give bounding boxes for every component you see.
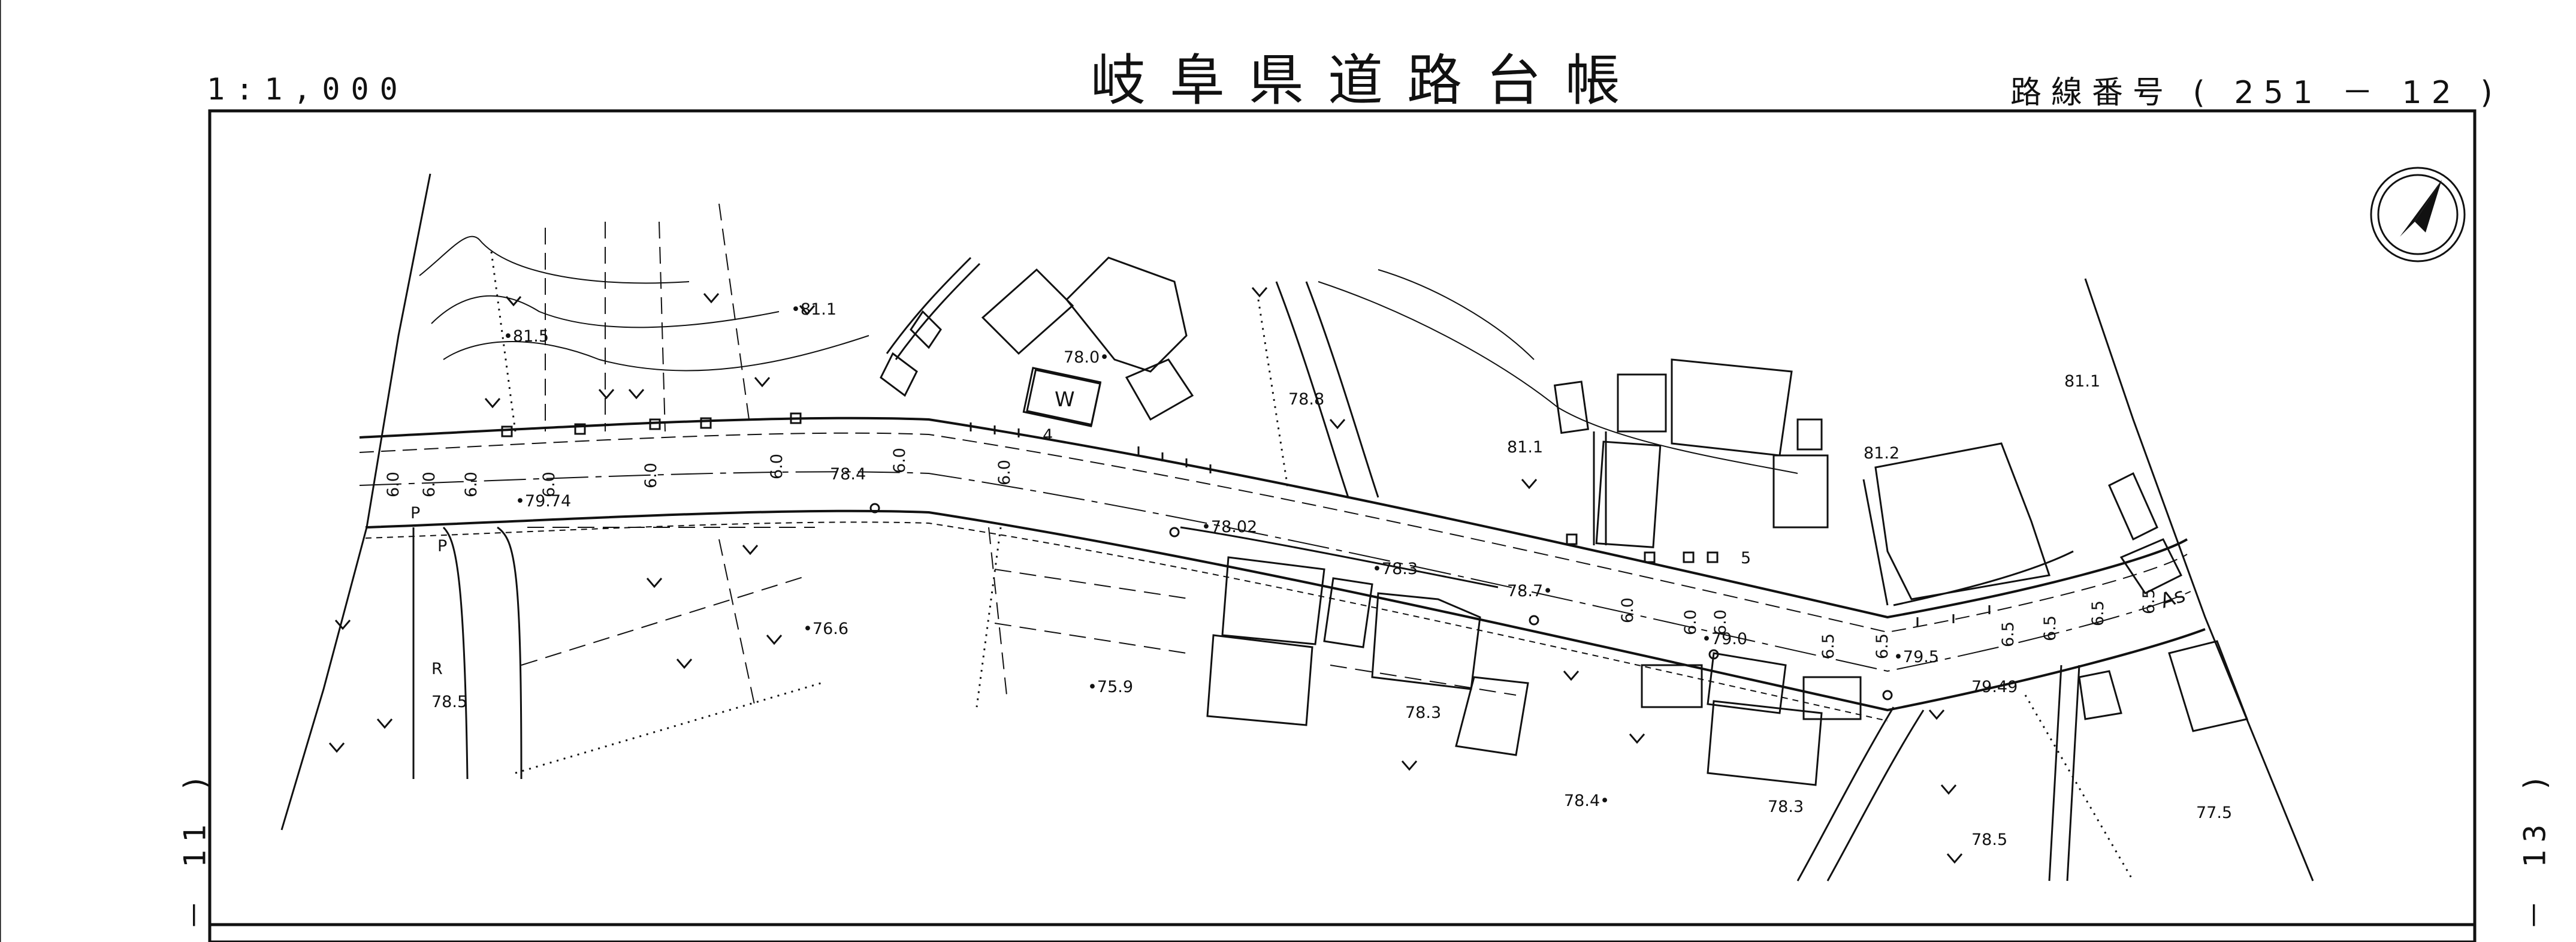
elevation-e11: •78.3 xyxy=(1372,560,1418,578)
width-label: 6.0 xyxy=(768,454,786,479)
elevation-e15: 79.49 xyxy=(1971,678,2018,696)
map-scale: 1:1,000 xyxy=(207,72,409,107)
width-label: 6.0 xyxy=(420,472,439,497)
elevation-e1: •81.5 xyxy=(503,327,549,346)
side-roads xyxy=(412,281,2080,881)
retaining-walls xyxy=(886,256,2074,606)
width-label: 6.0 xyxy=(1711,609,1730,635)
elevation-e20: 78.4• xyxy=(1564,792,1609,810)
width-label: 6.5 xyxy=(2041,615,2059,641)
width-label: 6.0 xyxy=(1618,597,1637,623)
p-label-2: P xyxy=(437,537,447,555)
map-frame xyxy=(208,109,2477,942)
road-corridor xyxy=(359,416,2206,721)
elevation-e23: 77.5 xyxy=(2196,804,2232,822)
buildings-south xyxy=(1206,556,2249,786)
curb-ticks xyxy=(970,422,1991,626)
width-label: 6.5 xyxy=(2140,588,2158,614)
elevation-e2: •81.1 xyxy=(791,300,836,319)
width-label: 6.0 xyxy=(540,472,558,497)
width-label: 6.0 xyxy=(1681,609,1700,635)
pavement-label: As xyxy=(2157,583,2188,614)
elevation-e5: 81.1 xyxy=(1507,438,1543,457)
elevation-e14: •79.5 xyxy=(1894,648,1939,666)
width-label: 6.0 xyxy=(462,472,481,497)
route-label: 路線番号 xyxy=(2010,75,2174,111)
road-width-labels: 6.0 6.0 6.0 6.0 6.0 6.0 6.0 6.0 6.0 6.0 … xyxy=(384,448,2158,659)
r-label: R xyxy=(431,660,443,678)
elevation-e7: 81.2 xyxy=(1864,444,1899,463)
elevation-e10: •78.02 xyxy=(1201,518,1257,536)
width-label: 6.5 xyxy=(2089,600,2107,626)
elevation-e19: 78.3 xyxy=(1405,704,1441,722)
width-label: 6.0 xyxy=(642,463,660,488)
north-arrow-icon xyxy=(2370,167,2466,262)
width-label: 6.0 xyxy=(995,460,1014,485)
width-label: 6.0 xyxy=(890,448,909,473)
width-label: 6.5 xyxy=(1999,621,2018,647)
road-number-label-2: 5 xyxy=(1741,549,1751,567)
road-number-label: 4 xyxy=(1043,426,1053,445)
utility-markers xyxy=(501,412,1893,701)
page-title: 岐阜県道路台帳 xyxy=(1091,49,1645,113)
elevation-e9: 78.4 xyxy=(830,465,866,484)
property-boundaries xyxy=(521,203,1517,708)
width-label: 6.5 xyxy=(1819,633,1838,659)
width-label: 6.0 xyxy=(384,472,403,497)
dotted-boundaries xyxy=(490,251,2134,881)
p-label: P xyxy=(410,504,420,523)
elevation-labels: •81.5 •81.1 78.0• 78.8 81.1 81.1 81.2 •7… xyxy=(431,300,2232,849)
vegetation-symbols xyxy=(328,287,1963,864)
elevation-e6: 81.1 xyxy=(2064,372,2100,391)
well-symbol xyxy=(1026,369,1101,426)
elevation-e4: 78.8 xyxy=(1288,390,1324,409)
route-value: ( 251 － 12 ) xyxy=(2193,75,2502,111)
elevation-e3: 78.0• xyxy=(1064,348,1109,367)
elevation-e12: 78.7• xyxy=(1507,582,1553,600)
well-label: W xyxy=(1055,388,1075,412)
elevation-e13: •79.0 xyxy=(1702,630,1747,648)
elevation-e17: •75.9 xyxy=(1088,678,1133,696)
elevation-e8: •79.74 xyxy=(515,492,571,511)
buildings xyxy=(880,256,2183,600)
width-label: 6.5 xyxy=(1873,633,1892,659)
route-number: 路線番号 ( 251 － 12 ) xyxy=(2010,67,2502,112)
elevation-e16: •76.6 xyxy=(803,620,848,638)
elevation-e18: 78.5 xyxy=(431,693,467,711)
elevation-e22: 78.5 xyxy=(1971,831,2007,849)
elevation-e21: 78.3 xyxy=(1768,798,1804,816)
